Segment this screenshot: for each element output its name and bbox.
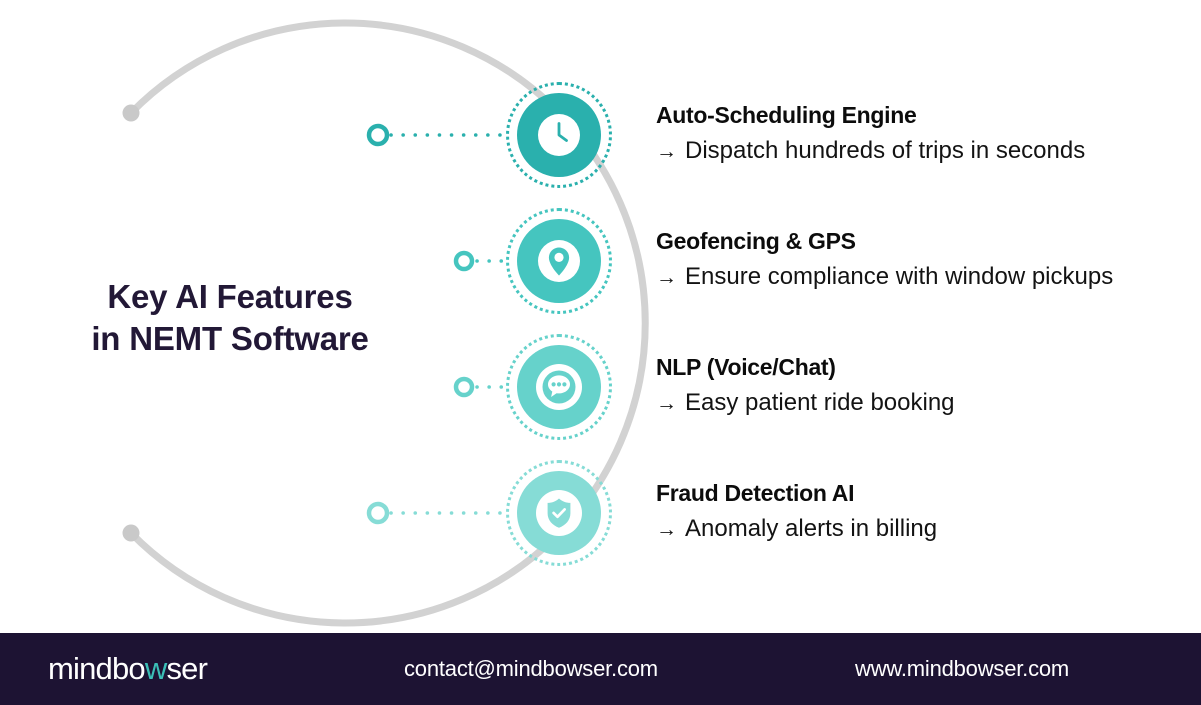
footer-email[interactable]: contact@mindbowser.com: [404, 656, 658, 681]
feature-desc-1: → Ensure compliance with window pickups: [656, 261, 1201, 294]
arc-node-0: [366, 123, 390, 147]
dotted-ring-1: [506, 208, 612, 314]
arc-endpoint-top: [122, 104, 140, 122]
footer-website[interactable]: www.mindbowser.com: [855, 656, 1070, 681]
arc-node-1: [453, 250, 475, 272]
arc-endpoint-bottom: [122, 524, 140, 542]
icon-disc-1: [517, 219, 601, 303]
page-title: Key AI Features in NEMT Software: [0, 276, 460, 360]
dotted-ring-3: [506, 460, 612, 566]
feature-desc-2: → Easy patient ride booking: [656, 387, 1201, 420]
feature-text-2: NLP (Voice/Chat) → Easy patient ride boo…: [612, 352, 1201, 420]
feature-text-1: Geofencing & GPS → Ensure compliance wit…: [612, 226, 1201, 294]
arrow-icon-3: →: [656, 518, 677, 541]
icon-badge-1: [506, 208, 612, 314]
feature-desc-text-2: Easy patient ride booking: [685, 389, 955, 416]
arc-node-2: [453, 376, 475, 398]
shield-check-icon: [536, 490, 582, 536]
feature-title-1: Geofencing & GPS: [656, 228, 856, 254]
feature-title-3: Fraud Detection AI: [656, 480, 855, 506]
arc-node-3: [366, 501, 390, 525]
icon-disc-0: [517, 93, 601, 177]
icon-badge-3: [506, 460, 612, 566]
feature-desc-text-3: Anomaly alerts in billing: [685, 515, 938, 542]
feature-text-3: Fraud Detection AI → Anomaly alerts in b…: [612, 478, 1201, 546]
map-pin-icon: [538, 240, 580, 282]
feature-title-2: NLP (Voice/Chat): [656, 354, 836, 380]
icon-badge-2: [506, 334, 612, 440]
brand-logo: mindbowser: [48, 651, 208, 687]
page-title-line-1: Key AI Features: [107, 278, 353, 315]
feature-item-fraud-detection-ai: Fraud Detection AI → Anomaly alerts in b…: [506, 460, 1201, 566]
brand-logo-part-2: ser: [166, 651, 208, 686]
footer-bar: mindbowser contact@mindbowser.com www.mi…: [0, 633, 1201, 705]
arrow-icon-0: →: [656, 140, 677, 163]
icon-badge-0: [506, 82, 612, 188]
clock-icon: [538, 114, 580, 156]
feature-desc-0: → Dispatch hundreds of trips in seconds: [656, 135, 1201, 168]
feature-item-auto-scheduling: Auto-Scheduling Engine → Dispatch hundre…: [506, 82, 1201, 188]
brand-logo-accent: w: [144, 651, 167, 686]
feature-text-0: Auto-Scheduling Engine → Dispatch hundre…: [612, 100, 1201, 168]
dotted-ring-0: [506, 82, 612, 188]
feature-item-nlp-voice-chat: NLP (Voice/Chat) → Easy patient ride boo…: [506, 334, 1201, 440]
page-title-line-2: in NEMT Software: [91, 320, 369, 357]
feature-desc-text-1: Ensure compliance with window pickups: [685, 263, 1114, 290]
icon-disc-3: [517, 471, 601, 555]
dotted-ring-2: [506, 334, 612, 440]
feature-desc-3: → Anomaly alerts in billing: [656, 513, 1201, 546]
chat-bubble-icon: [536, 364, 582, 410]
feature-item-geofencing-gps: Geofencing & GPS → Ensure compliance wit…: [506, 208, 1201, 314]
feature-desc-text-0: Dispatch hundreds of trips in seconds: [685, 137, 1086, 164]
arrow-icon-1: →: [656, 266, 677, 289]
arrow-icon-2: →: [656, 392, 677, 415]
brand-logo-part-1: mindbo: [48, 651, 146, 686]
feature-title-0: Auto-Scheduling Engine: [656, 102, 917, 128]
icon-disc-2: [517, 345, 601, 429]
